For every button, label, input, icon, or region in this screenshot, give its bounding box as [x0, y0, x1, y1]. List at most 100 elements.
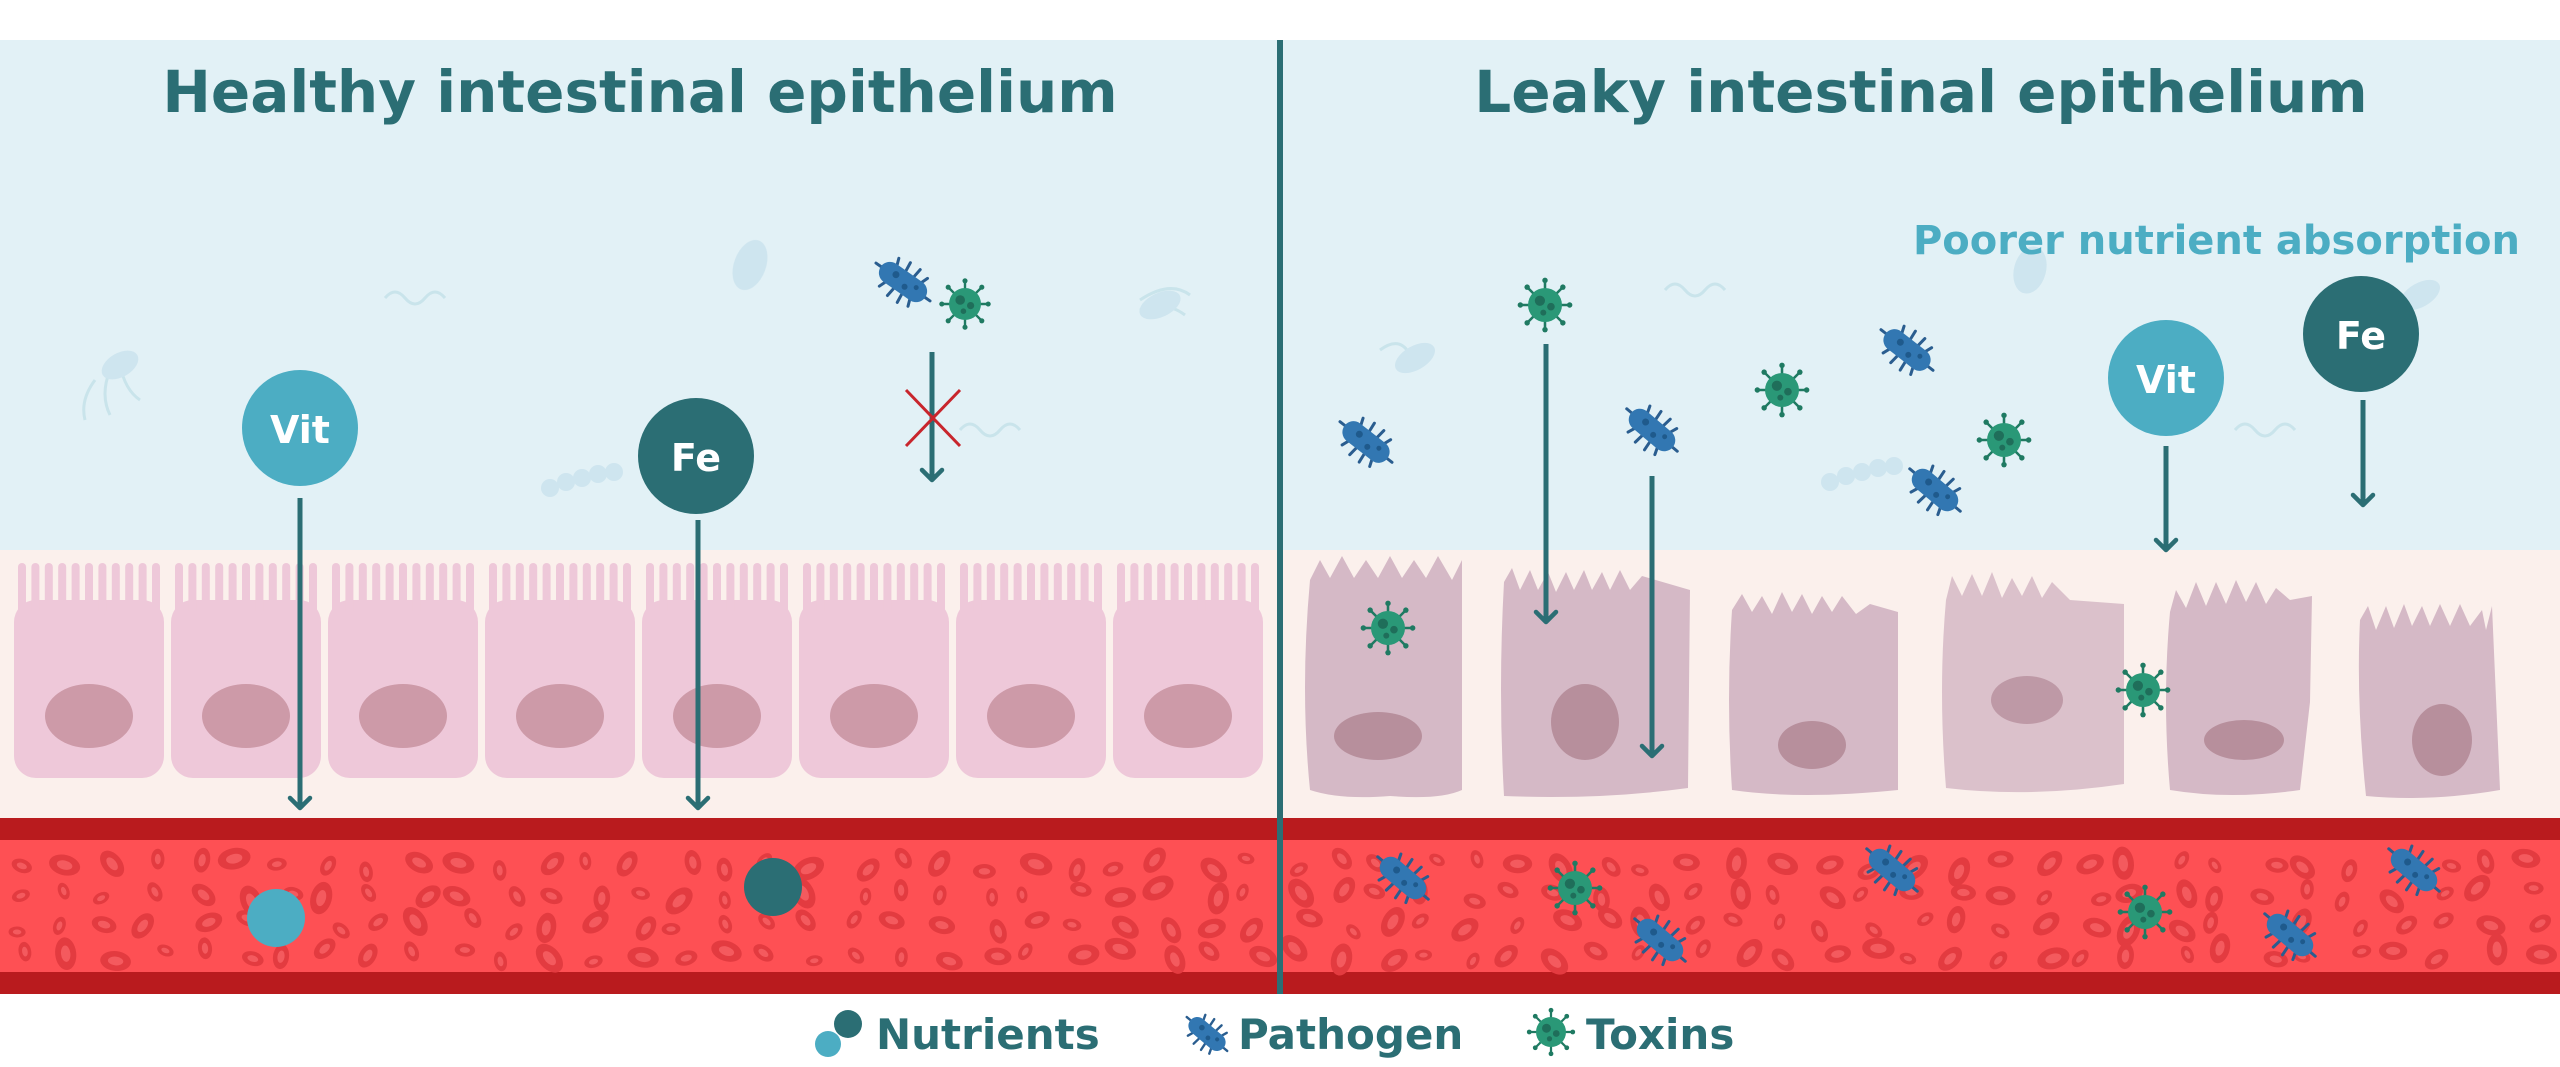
microvillus: [412, 563, 421, 615]
microvillus: [138, 563, 147, 615]
microvillus: [268, 563, 277, 615]
vitamin-circle-icon: [2108, 320, 2224, 436]
healthy-epithelium-cells: [14, 563, 1263, 778]
microvillus: [332, 563, 340, 615]
healthy-cell: [328, 563, 478, 778]
microvillus: [1224, 563, 1233, 615]
iron-label: Fe: [671, 436, 721, 480]
legend-pathogen-label: Pathogen: [1238, 1010, 1464, 1059]
microvillus: [803, 563, 811, 615]
microvillus: [646, 563, 654, 615]
microvillus: [596, 563, 605, 615]
microvillus: [1067, 563, 1076, 615]
microvillus: [152, 563, 160, 615]
toxin-icon: [2116, 883, 2174, 941]
leaky-nucleus: [1334, 712, 1422, 760]
microvillus: [672, 563, 681, 615]
microvillus: [896, 563, 905, 615]
healthy-cell: [799, 563, 949, 778]
leaky-epithelium-cells: [1305, 556, 2500, 798]
legend-toxins-label: Toxins: [1586, 1010, 1735, 1059]
leaky-nucleus: [2412, 704, 2472, 776]
microvillus: [1117, 563, 1125, 615]
leaky-nucleus: [2204, 720, 2284, 760]
healthy-nucleus: [516, 684, 604, 748]
microvillus: [98, 563, 107, 615]
microvillus: [58, 563, 67, 615]
leaky-absorption: Vit Fe: [1326, 276, 2454, 979]
microvillus: [986, 563, 995, 615]
microvillus: [385, 563, 394, 615]
iron-circle-icon: [744, 858, 802, 916]
leaky-cell: [1729, 592, 1898, 795]
microvillus: [399, 563, 407, 615]
microvillus: [466, 563, 474, 615]
microvillus: [18, 563, 26, 615]
microvillus: [282, 563, 291, 615]
microvillus: [372, 563, 381, 615]
healthy-nucleus: [202, 684, 290, 748]
healthy-nucleus: [359, 684, 447, 748]
leaky-cell: [1305, 556, 1462, 798]
microvillus: [1000, 563, 1009, 615]
leaky-nucleus: [1778, 721, 1846, 769]
microvillus: [188, 563, 197, 615]
microvillus: [923, 563, 932, 615]
microvillus: [175, 563, 183, 615]
microvillus: [502, 563, 511, 615]
healthy-nucleus: [987, 684, 1075, 748]
healthy-nucleus: [673, 684, 761, 748]
microvillus: [515, 563, 524, 615]
microvillus: [228, 563, 237, 615]
microvillus: [1040, 563, 1049, 615]
microvillus: [345, 563, 354, 615]
microvillus: [1251, 563, 1259, 615]
microvillus: [910, 563, 919, 615]
microvillus: [829, 563, 838, 615]
leaky-cell: [2166, 580, 2312, 795]
microvillus: [489, 563, 497, 615]
vitamin-circle-icon: [247, 889, 305, 947]
legend-nutrients-label: Nutrients: [876, 1010, 1100, 1059]
healthy-absorption: Vit Fe: [242, 245, 992, 947]
healthy-nucleus: [830, 684, 918, 748]
microvillus: [425, 563, 434, 615]
legend-nutrient-vitamin-icon: [815, 1031, 841, 1057]
microvillus: [1170, 563, 1179, 615]
microvillus: [309, 563, 317, 615]
toxin-icon: [1516, 276, 1574, 334]
microvillus: [699, 563, 708, 615]
vitamin-label: Vit: [2136, 358, 2196, 402]
microvillus: [726, 563, 735, 615]
microvillus: [1184, 563, 1192, 615]
microvillus: [960, 563, 968, 615]
microvillus: [713, 563, 721, 615]
poorer-absorption-annotation: Poorer nutrient absorption: [1912, 218, 2520, 264]
microvillus: [1053, 563, 1062, 615]
microvillus: [255, 563, 264, 615]
panel-divider: [1277, 40, 1283, 994]
microvillus: [856, 563, 865, 615]
microvillus: [1027, 563, 1035, 615]
healthy-nucleus: [45, 684, 133, 748]
microvillus: [71, 563, 80, 615]
microvillus: [1157, 563, 1166, 615]
microvillus: [1094, 563, 1102, 615]
microvillus: [623, 563, 631, 615]
microvillus: [766, 563, 775, 615]
microvillus: [125, 563, 134, 615]
microvillus: [1080, 563, 1089, 615]
toxin-icon: [938, 277, 992, 331]
toxin-icon: [2114, 661, 2172, 719]
leaky-nucleus: [1991, 676, 2063, 724]
legend-icons: [815, 1003, 1577, 1065]
microvillus: [883, 563, 892, 615]
iron-circle-icon: [2303, 276, 2419, 392]
healthy-cell: [485, 563, 635, 778]
vitamin-circle-icon: [242, 370, 358, 486]
healthy-nucleus: [1144, 684, 1232, 748]
microvillus: [201, 563, 210, 615]
microvillus: [556, 563, 564, 615]
background-microbes: [82, 239, 2440, 497]
